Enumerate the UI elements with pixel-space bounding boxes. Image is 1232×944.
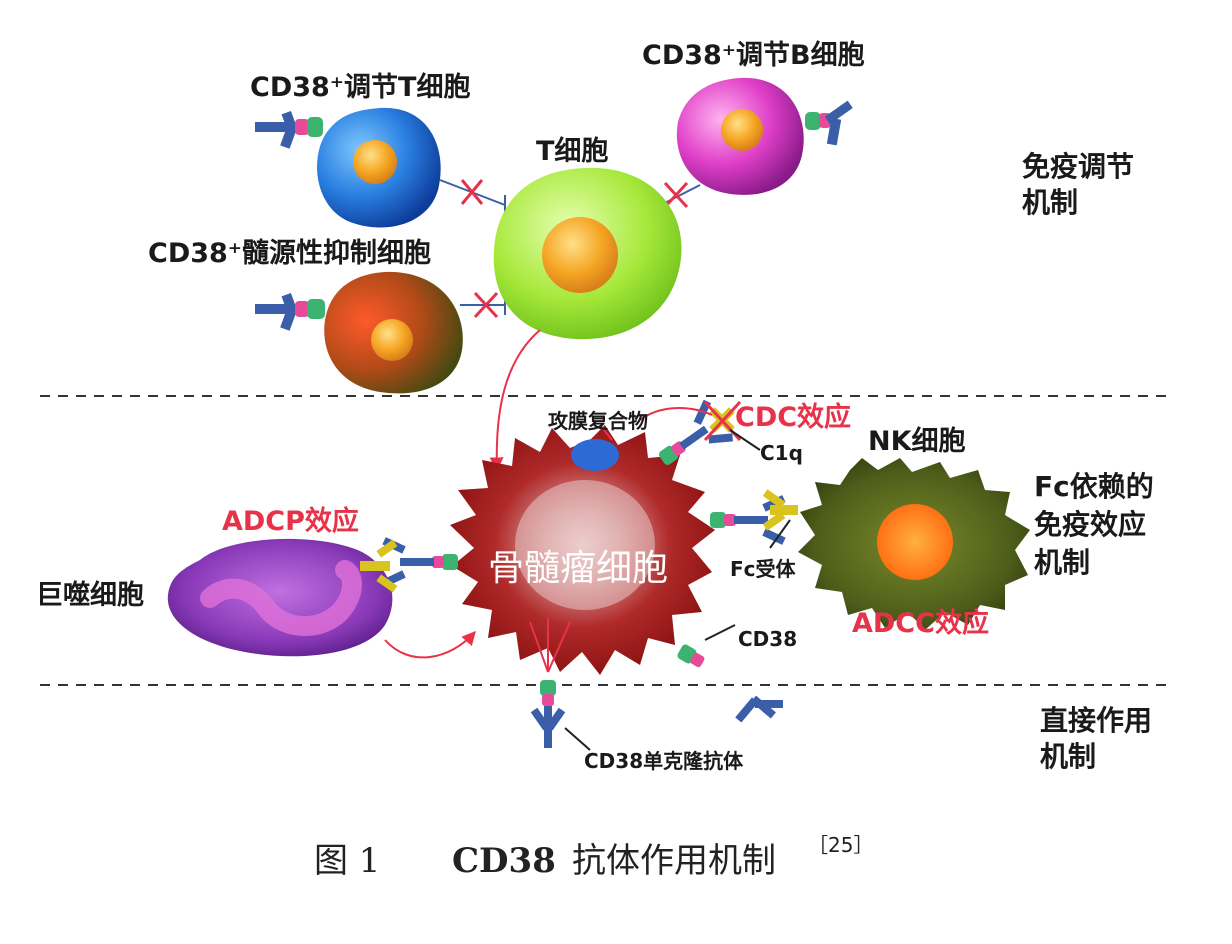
treg-cell bbox=[255, 107, 441, 228]
mdsc-antibody bbox=[255, 292, 325, 331]
block-x-marks bbox=[460, 179, 689, 319]
myeloma-cd38-markers bbox=[382, 399, 786, 748]
t-cell bbox=[493, 167, 682, 340]
free-antibody bbox=[735, 695, 783, 723]
label-cd38-breg: CD38⁺调节B细胞 bbox=[642, 39, 865, 71]
label-adcc: ADCC效应 bbox=[852, 607, 989, 639]
label-fc-dep-3: 机制 bbox=[1034, 546, 1090, 579]
label-c1q: C1q bbox=[760, 441, 803, 465]
label-myeloma: 骨髓瘤细胞 bbox=[488, 548, 668, 589]
label-macrophage: 巨噬细胞 bbox=[36, 579, 144, 611]
label-direct-1: 直接作用 bbox=[1040, 704, 1152, 737]
treg-antibody bbox=[255, 110, 323, 149]
label-fc-dep-2: 免疫效应 bbox=[1034, 508, 1146, 541]
figure-title-latin: CD38 bbox=[452, 841, 556, 881]
myeloma-cell bbox=[450, 425, 715, 675]
label-immune-reg-2: 机制 bbox=[1022, 186, 1078, 219]
leader-lines bbox=[564, 519, 791, 751]
label-cd38: CD38 bbox=[738, 627, 797, 651]
label-cd38-mdsc: CD38⁺髓源性抑制细胞 bbox=[148, 237, 431, 269]
c1q-complex bbox=[599, 400, 761, 451]
figure-number: 图 1 bbox=[314, 841, 380, 881]
label-t-cell: T细胞 bbox=[536, 135, 608, 167]
figure-ref: ［25］ bbox=[808, 833, 873, 857]
breg-cell bbox=[676, 77, 853, 195]
label-fc-receptor: Fc受体 bbox=[730, 557, 797, 581]
label-nk-cell: NK细胞 bbox=[868, 425, 966, 457]
label-mac-complex: 攻膜复合物 bbox=[548, 409, 648, 433]
figure-title-cn: 抗体作用机制 bbox=[572, 841, 776, 881]
nk-cell bbox=[762, 458, 1030, 630]
label-cdc: CDC效应 bbox=[735, 401, 851, 433]
label-fc-dep-1: Fc依赖的 bbox=[1034, 470, 1154, 503]
mdsc-cell bbox=[255, 271, 463, 394]
macrophage-to-myeloma-arrow bbox=[384, 630, 476, 659]
label-immune-reg-1: 免疫调节 bbox=[1022, 150, 1134, 183]
breg-antibody bbox=[805, 100, 853, 146]
macrophage-cell bbox=[167, 538, 398, 657]
tcell-to-myeloma-arrow bbox=[489, 329, 541, 472]
label-adcp: ADCP效应 bbox=[222, 505, 359, 537]
label-mab: CD38单克隆抗体 bbox=[584, 749, 744, 773]
direct-effect-arrows bbox=[529, 618, 571, 673]
label-cd38-treg: CD38⁺调节T细胞 bbox=[250, 71, 470, 103]
label-direct-2: 机制 bbox=[1040, 740, 1096, 773]
